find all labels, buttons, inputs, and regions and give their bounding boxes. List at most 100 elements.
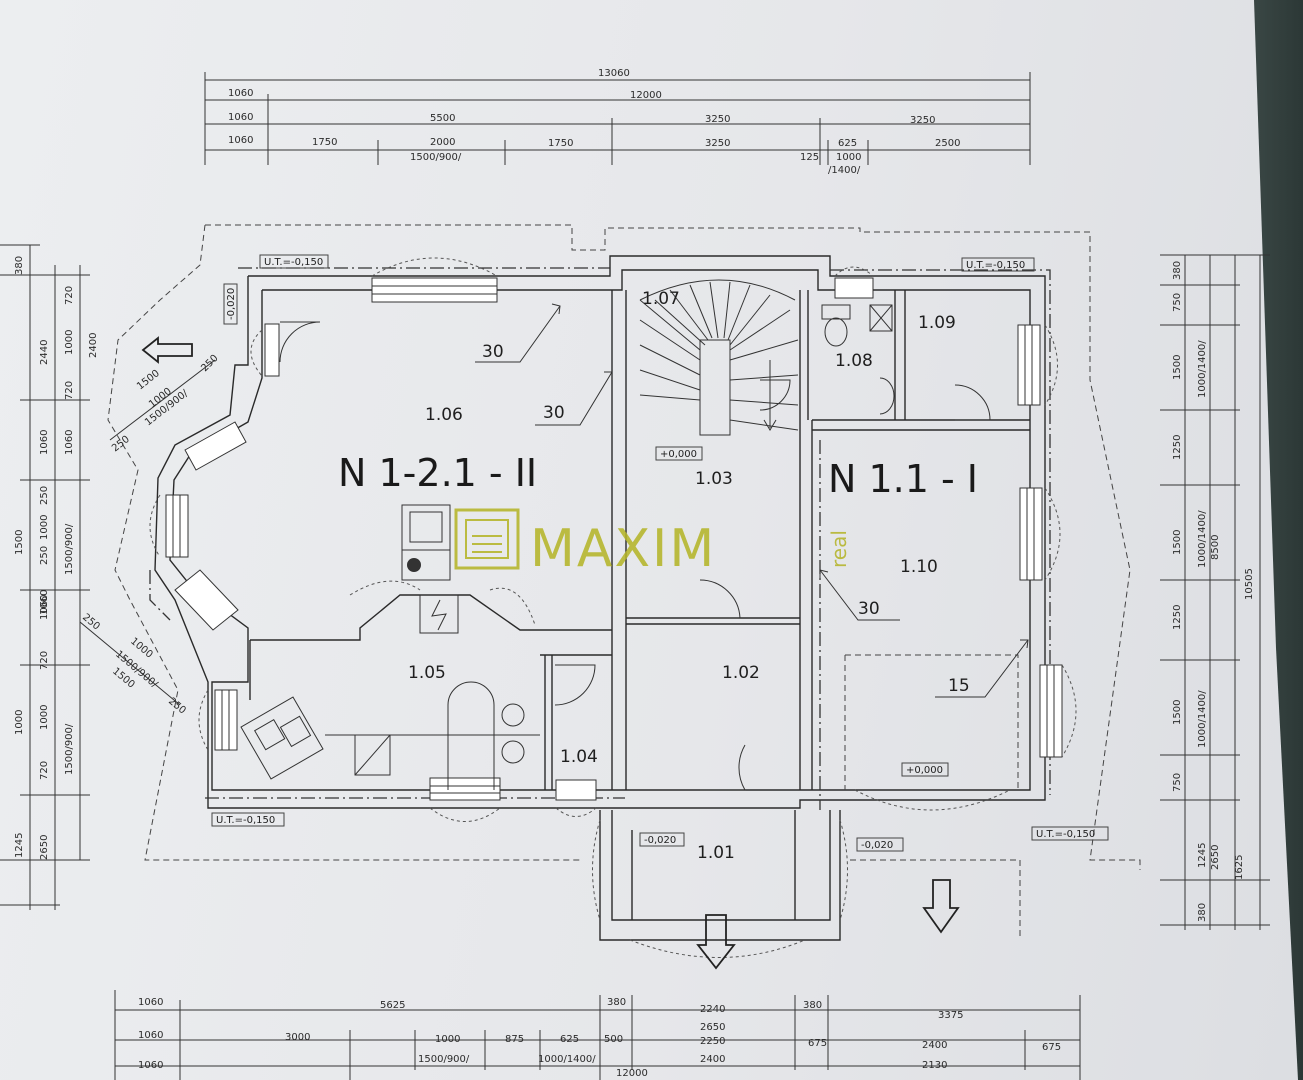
dim-right-c1-f: 1250 xyxy=(1172,605,1183,630)
dim-top-r4-f: 625 xyxy=(838,138,857,149)
window-opening-arcs xyxy=(149,257,1077,958)
dim-top-r3-d: 3250 xyxy=(910,115,935,126)
bay-lower-e: 250 xyxy=(166,696,188,717)
room-1-06: 1.06 xyxy=(425,405,463,425)
site-outline xyxy=(107,224,1141,940)
dim-left-c3-b: 1500/900/ xyxy=(64,523,75,575)
dim-bottom-r2-d: 875 xyxy=(505,1034,524,1045)
dim-left-c2-c: 720 xyxy=(64,381,75,400)
dim-bottom-r1-d: 2240 xyxy=(700,1004,725,1015)
room-1-09: 1.09 xyxy=(918,313,956,333)
dim-left-c2-i: 720 xyxy=(39,651,50,670)
dim-right-c3-b: 1625 xyxy=(1234,855,1245,880)
right-dimension-chains: 380 750 1500 1250 1500 1250 1500 750 124… xyxy=(1160,254,1270,930)
watermark-logo-icon xyxy=(454,508,520,570)
room-1-03: 1.03 xyxy=(695,469,733,489)
dim-bottom-r2-c: 1000 xyxy=(435,1034,460,1045)
dim-bottom-r2-k: 675 xyxy=(1042,1042,1061,1053)
dim-right-c2-a: 1000/1400/ xyxy=(1197,340,1208,398)
dim-bottom-r3-c: 1000/1400/ xyxy=(538,1054,596,1065)
dim-right-c1-i: 1245 xyxy=(1197,843,1208,868)
unit-label-right: N 1.1 - I xyxy=(828,457,978,501)
level-ut-top-left: U.T.=-0,150 xyxy=(264,257,323,268)
level-vertical: -0,020 xyxy=(226,288,237,320)
dim-top-sub-a: 1500/900/ xyxy=(410,152,462,163)
level-ut-top-right: U.T.=-0,150 xyxy=(966,260,1025,271)
dim-left-c1-e: 1060 xyxy=(39,595,50,620)
dim-left-c2-f: 1000 xyxy=(39,515,50,540)
dim-right-c1-d: 1250 xyxy=(1172,435,1183,460)
room-1-04: 1.04 xyxy=(560,747,598,767)
dim-bottom-r2-i: 675 xyxy=(808,1038,827,1049)
dim-left-c3-a: 2400 xyxy=(88,333,99,358)
dim-top-r4-b: 1750 xyxy=(312,137,337,148)
dim-right-c2-b: 1000/1400/ xyxy=(1197,510,1208,568)
dim-bottom-r1-a: 1060 xyxy=(138,997,163,1008)
dim-bottom-r3-b: 1500/900/ xyxy=(418,1054,470,1065)
level-entry-right: -0,020 xyxy=(861,840,893,851)
dim-left-c1-b: 2440 xyxy=(39,340,50,365)
dim-bottom-r2-j: 2400 xyxy=(922,1040,947,1051)
dim-bottom-r2-b: 3000 xyxy=(285,1032,310,1043)
maxim-real-watermark: MAXIM real xyxy=(454,508,851,579)
bay-upper-a: 1500 xyxy=(135,368,162,392)
dim-right-c2-d: 2650 xyxy=(1210,845,1221,870)
dim-left-c2-k: 720 xyxy=(39,761,50,780)
building-walls xyxy=(149,255,1051,941)
slope-value-4: 15 xyxy=(948,676,970,696)
dim-left-c2-h: 1060 xyxy=(39,590,50,615)
level-entry-left: -0,020 xyxy=(644,835,676,846)
dim-top-sub-c: 1000 xyxy=(836,152,861,163)
west-arrow-icon xyxy=(141,336,193,364)
bathroom-fixtures xyxy=(821,304,895,415)
dim-top-r3-c: 3250 xyxy=(705,114,730,125)
slope-value-2: 30 xyxy=(543,403,565,423)
room-1-01: 1.01 xyxy=(697,843,735,863)
dim-bottom-r3-d: 2400 xyxy=(700,1054,725,1065)
dim-bottom-r2-g: 2650 xyxy=(700,1022,725,1033)
south-arrow-icon-2 xyxy=(922,879,960,934)
dim-bottom-total: 12000 xyxy=(616,1068,648,1079)
dim-top-r4-g: 2500 xyxy=(935,138,960,149)
dim-right-c1-g: 1500 xyxy=(1172,700,1183,725)
level-zero-hall: +0,000 xyxy=(660,449,697,460)
room-1-02: 1.02 xyxy=(722,663,760,683)
dim-left-c3-c: 1500/900/ xyxy=(64,723,75,775)
dim-top-r3-a: 1060 xyxy=(228,112,253,123)
level-ut-bottom-right: U.T.=-0,150 xyxy=(1036,829,1095,840)
bay-lower-a: 250 xyxy=(80,612,102,633)
watermark-tag: real xyxy=(827,530,851,568)
left-dimension-chains: 380 2440 1060 1500 1060 1000 1245 720 10… xyxy=(0,244,99,910)
dim-left-c1-d: 1500 xyxy=(14,530,25,555)
dim-bottom-r3-e: 2130 xyxy=(922,1060,947,1071)
top-dimension-chains: 13060 1060 12000 1060 5500 3250 3250 106… xyxy=(204,68,1031,176)
dim-right-c4-a: 10505 xyxy=(1244,568,1255,600)
level-tags: U.T.=-0,150 U.T.=-0,150 U.T.=-0,150 U.T.… xyxy=(211,254,1109,852)
slope-arrows xyxy=(475,303,1029,698)
direction-arrows xyxy=(141,336,960,970)
dim-left-c2-d: 1060 xyxy=(64,430,75,455)
dim-right-c1-h: 750 xyxy=(1172,773,1183,792)
dim-right-c1-b: 750 xyxy=(1172,293,1183,312)
dim-bottom-r2-a: 1060 xyxy=(138,1030,163,1041)
slope-value-1: 30 xyxy=(482,342,504,362)
dim-top-r4-e: 3250 xyxy=(705,138,730,149)
dim-top-sub-d: /1400/ xyxy=(828,165,861,176)
windows xyxy=(165,277,1063,801)
dim-top-r2-a: 1060 xyxy=(228,88,253,99)
unit-label-left: N 1-2.1 - II xyxy=(338,451,537,495)
dim-left-c1-f: 1000 xyxy=(14,710,25,735)
room-1-10: 1.10 xyxy=(900,557,938,577)
dim-top-overall: 13060 xyxy=(598,68,630,79)
dim-bottom-r1-c: 380 xyxy=(607,997,626,1008)
dim-top-r2-b: 12000 xyxy=(630,90,662,101)
dim-top-r4-c: 2000 xyxy=(430,137,455,148)
dim-right-c1-c: 1500 xyxy=(1172,355,1183,380)
dim-left-c1-c: 1060 xyxy=(39,430,50,455)
dim-bottom-r2-h: 2250 xyxy=(700,1036,725,1047)
staircase xyxy=(639,279,799,436)
slope-values: 30 30 30 15 xyxy=(482,342,970,696)
dim-right-c3-a: 8500 xyxy=(1210,535,1221,560)
room-1-07: 1.07 xyxy=(642,289,680,309)
